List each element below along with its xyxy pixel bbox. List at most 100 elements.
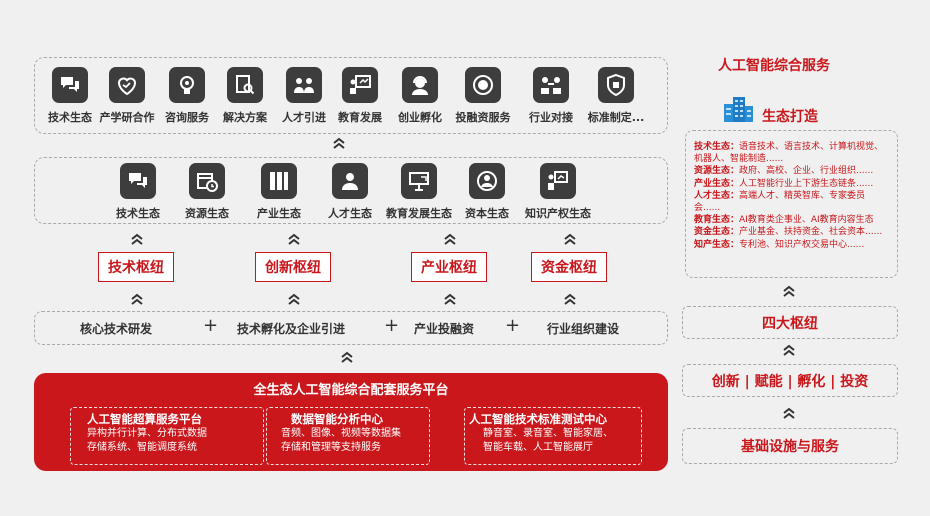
coin-icon [465, 67, 501, 103]
eco-detail-text: 语音技术、语言技术、计算机视觉、 [739, 142, 884, 152]
teacher-board-icon [342, 67, 378, 103]
lightbulb-gear-icon [169, 67, 205, 103]
bookshelf-icon [261, 163, 297, 199]
capability-label: 技术孵化及企业引进 [237, 322, 346, 336]
hub-tag[interactable]: 资金枢纽 [531, 252, 607, 282]
top_row-item[interactable]: 技术生态 [35, 67, 105, 125]
top_row-item[interactable]: 产学研合作 [92, 67, 162, 125]
connect-people-icon [533, 67, 569, 103]
eco_row-label: 人才生态 [328, 207, 372, 220]
chevron-up-icon [782, 343, 796, 357]
chevron-up-icon [782, 406, 796, 420]
plus-sign: + [203, 315, 219, 336]
platform-box-line: 音频、图像、视频等数据集 [281, 428, 401, 439]
four-hubs-box: 四大枢纽 [682, 306, 898, 339]
chevron-up-icon [287, 292, 301, 306]
chevron-up-icon [443, 232, 457, 246]
eco-detail-key: 人才生态： [694, 190, 740, 201]
eco_row-label: 产业生态 [257, 207, 301, 220]
eco-detail-line: 机器人、智能制造...... [694, 153, 897, 165]
top_row-item[interactable]: 人才引进 [269, 67, 339, 125]
eco-detail-key: 产业生态： [694, 178, 740, 189]
eco_row-item[interactable]: 知识产权生态 [523, 163, 593, 221]
eco-detail-line: 产业生态：人工智能行业上下游生态链条...... [694, 178, 897, 190]
platform-box-standard-testing: 人工智能技术标准测试中心 静音室、录音室、智能家居、 智能车载、人工智能展厅 [464, 407, 642, 465]
platform-box-supercomputing: 人工智能超算服务平台 异构并行计算、分布式数据 存储系统、智能调度系统 [70, 407, 264, 465]
eco_row-item[interactable]: 资本生态 [452, 163, 522, 221]
standard-badge-icon [598, 67, 634, 103]
hub-tag[interactable]: 技术枢纽 [98, 252, 174, 282]
top_row-item[interactable]: 教育发展 [325, 67, 395, 125]
platform-title: 全生态人工智能综合配套服务平台 [253, 383, 449, 398]
ecosystem-details-box: 技术生态：语音技术、语言技术、计算机视觉、机器人、智能制造......资源生态：… [685, 130, 898, 278]
top_row-label: 解决方案 [223, 111, 267, 124]
eco_row-item[interactable]: 人才生态 [315, 163, 385, 221]
eco-detail-line: 资源生态：政府、高校、企业、行业组织...... [694, 165, 897, 177]
eco-detail-text: 政府、高校、企业、行业组织...... [739, 166, 874, 177]
plus-sign: + [384, 315, 400, 336]
eco-detail-text: 机器人、智能制造...... [694, 154, 784, 165]
top_row-label: 技术生态 [48, 111, 92, 124]
eco_row-label: 资本生态 [465, 207, 509, 220]
top_row-item[interactable]: 标准制定... [581, 67, 651, 125]
capability-label: 行业组织建设 [547, 322, 620, 336]
eco_row-item[interactable]: 产业生态 [244, 163, 314, 221]
eco_row-item[interactable]: 教育发展生态 [384, 163, 454, 221]
actions-box: 创新 | 赋能 | 孵化 | 投资 [682, 364, 898, 397]
eco-detail-line: 技术生态：语音技术、语言技术、计算机视觉、 [694, 141, 897, 153]
chevron-up-icon [130, 292, 144, 306]
chat-bubbles-icon [52, 67, 88, 103]
handshake-heart-icon [109, 67, 145, 103]
capability-label: 核心技术研发 [80, 322, 153, 336]
top_row-item[interactable]: 咨询服务 [152, 67, 222, 125]
infrastructure-box: 基础设施与服务 [682, 428, 898, 464]
presenter-chart-icon [540, 163, 576, 199]
eco-detail-text: 专利池、知识产权交易中心...... [739, 239, 865, 250]
platform-box-title: 人工智能技术标准测试中心 [469, 412, 607, 426]
eco-detail-text: AI教育类企事业、AI教育内容生态 [739, 215, 874, 226]
eco-build-title: 生态打造 [762, 109, 818, 125]
four-hubs-label: 四大枢纽 [762, 315, 818, 332]
top-services-panel [34, 57, 668, 134]
chevron-up-icon [332, 136, 346, 150]
eco_row-label: 技术生态 [116, 207, 160, 220]
chevron-up-icon [782, 284, 796, 298]
people-group-icon [286, 67, 322, 103]
hub-tag[interactable]: 创新枢纽 [255, 252, 331, 282]
platform-box-title: 人工智能超算服务平台 [87, 412, 202, 426]
building-icon [722, 96, 754, 122]
eco-detail-text: 会...... [694, 203, 721, 214]
platform-box-line: 存储系统、智能调度系统 [87, 442, 197, 453]
chevron-up-icon [340, 350, 354, 364]
projector-board-icon [401, 163, 437, 199]
top_row-label: 咨询服务 [165, 111, 209, 124]
platform-box-line: 异构并行计算、分布式数据 [87, 428, 207, 439]
top_row-item[interactable]: 投融资服务 [448, 67, 518, 125]
calendar-clock-icon [189, 163, 225, 199]
plus-sign: + [505, 315, 521, 336]
eco-detail-key: 知产生态： [694, 239, 740, 250]
chevron-up-icon [563, 292, 577, 306]
person-card-icon [332, 163, 368, 199]
eco-detail-line: 会...... [694, 202, 897, 214]
top_row-label: 人才引进 [282, 111, 326, 124]
top_row-label: 标准制定... [587, 111, 645, 124]
eco-detail-text: 产业基金、扶持资金、社会资本...... [739, 227, 883, 238]
hub-tag[interactable]: 产业枢纽 [411, 252, 487, 282]
eco-detail-line: 人才生态：高端人才、精英智库、专家委员 [694, 190, 897, 202]
chevron-up-icon [130, 232, 144, 246]
eco_row-item[interactable]: 技术生态 [103, 163, 173, 221]
chevron-up-icon [443, 292, 457, 306]
eco_row-item[interactable]: 资源生态 [172, 163, 242, 221]
infrastructure-label: 基础设施与服务 [741, 439, 839, 455]
top_row-item[interactable]: 解决方案 [210, 67, 280, 125]
eco-detail-text: 高端人才、精英智库、专家委员 [739, 190, 866, 201]
top_row-item[interactable]: 行业对接 [516, 67, 586, 125]
platform-box-line: 存储和管理等支持服务 [281, 442, 381, 453]
platform-box-title: 数据智能分析中心 [291, 412, 383, 426]
platform-box-data-analysis: 数据智能分析中心 音频、图像、视频等数据集 存储和管理等支持服务 [266, 407, 430, 465]
top_row-item[interactable]: 创业孵化 [385, 67, 455, 125]
eco-detail-line: 知产生态：专利池、知识产权交易中心...... [694, 239, 897, 251]
eco-detail-key: 资金生态： [694, 227, 740, 238]
people-circle-icon [469, 163, 505, 199]
